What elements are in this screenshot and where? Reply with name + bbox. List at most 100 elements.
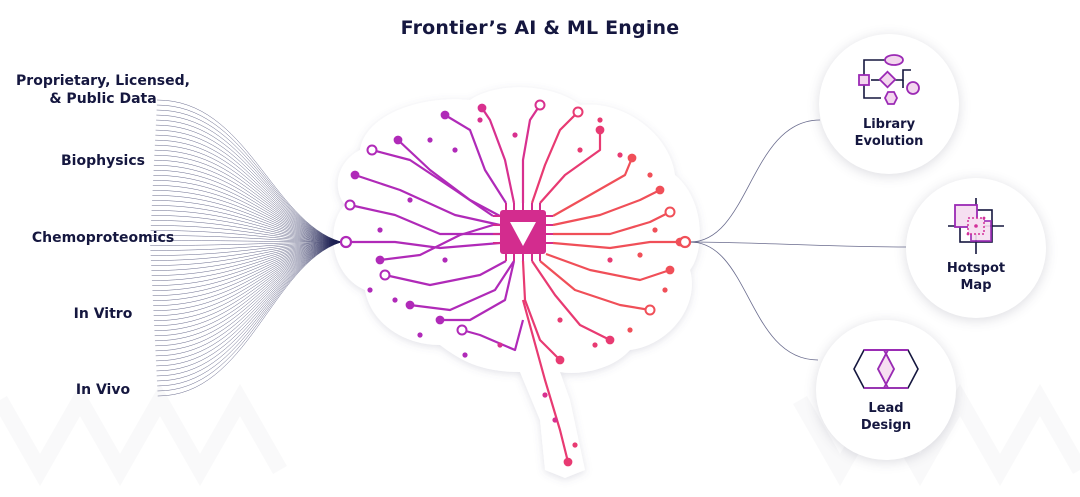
funnel-line <box>151 241 342 266</box>
circuit-trace <box>521 104 541 203</box>
input-label-in-vivo: In Vivo <box>75 382 131 398</box>
circuit-trace <box>346 240 501 250</box>
funnel-line <box>153 241 342 316</box>
circuit-dot <box>652 227 658 233</box>
circuit-trace <box>461 319 525 352</box>
funnel-line <box>150 240 342 243</box>
funnel-line <box>156 104 342 243</box>
funnel-line <box>152 195 342 243</box>
funnel-line <box>154 241 342 326</box>
funnel-line <box>151 205 342 243</box>
circuit-dot <box>552 417 558 423</box>
circuit-dot <box>662 287 668 293</box>
circuit-dot <box>572 442 578 448</box>
funnel-line <box>152 185 342 243</box>
output-label-line2: Design <box>860 418 912 433</box>
input-label-in-vitro: In Vitro <box>73 306 133 322</box>
circuit-dot <box>557 317 563 323</box>
circuit-trace <box>531 260 611 341</box>
input-node-icon <box>339 235 353 249</box>
output-label-library-evolution: Library Evolution <box>819 116 959 150</box>
funnel-line <box>152 241 342 291</box>
circuit-node <box>572 106 584 118</box>
funnel-line <box>151 210 342 243</box>
circuit-dot <box>377 227 383 233</box>
circuit-node <box>605 335 615 345</box>
circuit-trace <box>379 223 494 262</box>
circuit-trace <box>397 139 501 217</box>
funnel-line <box>150 230 342 243</box>
circuit-node <box>375 255 385 265</box>
circuit-node <box>655 185 665 195</box>
funnel-line <box>153 241 342 311</box>
output-label-line1: Lead <box>868 401 904 416</box>
circuit-dot <box>497 342 503 348</box>
circuit-node <box>435 315 445 325</box>
circuit-dot <box>647 172 653 178</box>
funnel-line <box>154 241 342 332</box>
circuit-trace <box>481 107 516 204</box>
circuit-trace <box>440 260 516 322</box>
funnel-line <box>151 220 342 243</box>
funnel-line <box>153 180 342 243</box>
circuit-node <box>644 304 656 316</box>
circuit-dot <box>592 342 598 348</box>
funnel-line <box>155 139 342 243</box>
circuit-dot <box>597 117 603 123</box>
circuit-node <box>477 103 487 113</box>
funnel-line <box>153 170 342 243</box>
input-label-biophysics: Biophysics <box>61 153 145 169</box>
funnel-line <box>154 144 342 243</box>
output-label-line2: Evolution <box>854 134 924 149</box>
circuit-trace <box>521 260 561 361</box>
funnel-line <box>150 241 342 251</box>
funnel-line <box>157 241 342 392</box>
output-connector-lines <box>689 119 907 361</box>
circuit-node <box>366 144 378 156</box>
circuit-dot <box>637 252 643 258</box>
funnel-line <box>154 241 342 342</box>
funnel-line <box>156 114 342 243</box>
circuit-node <box>595 125 605 135</box>
background-pattern <box>0 383 1080 487</box>
circuit-node <box>665 265 675 275</box>
circuit-trace <box>552 157 634 217</box>
circuit-trace <box>530 111 579 204</box>
circuit-trace <box>552 240 680 250</box>
circuit-node <box>664 206 676 218</box>
output-circle-hotspot-map: Hotspot Map <box>906 178 1046 318</box>
circuit-node <box>405 300 415 310</box>
circuit-node <box>440 110 450 120</box>
circuit-dot <box>577 147 583 153</box>
funnel-line <box>152 200 342 243</box>
circuit-trace <box>539 260 651 312</box>
funnel-line <box>151 241 342 276</box>
funnel-line <box>155 241 342 362</box>
funnel-line <box>156 109 342 243</box>
funnel-line <box>152 241 342 286</box>
circuit-dot <box>442 257 448 263</box>
circuit-dot <box>452 147 458 153</box>
brain-circuit-traces <box>340 99 685 467</box>
circuit-dot <box>407 197 413 203</box>
circuit-dot <box>477 117 483 123</box>
circuit-node <box>456 324 468 336</box>
funnel-line <box>154 149 342 243</box>
output-circle-lead-design: Lead Design <box>816 320 956 460</box>
funnel-line <box>156 241 342 377</box>
funnel-line <box>153 241 342 306</box>
funnel-line <box>155 129 342 243</box>
input-label-data-line1: Proprietary, Licensed, <box>16 73 190 89</box>
output-label-line1: Hotspot <box>946 261 1006 276</box>
diagram-title: Frontier’s AI & ML Engine <box>400 17 680 39</box>
circuit-dot <box>462 352 468 358</box>
input-label-chemoproteomics: Chemoproteomics <box>31 230 175 246</box>
output-connector-line <box>689 241 907 248</box>
processor-chip-icon <box>493 203 553 261</box>
funnel-line <box>152 241 342 296</box>
funnel-line <box>153 164 342 243</box>
funnel-line <box>154 154 342 243</box>
funnel-line <box>155 124 342 243</box>
